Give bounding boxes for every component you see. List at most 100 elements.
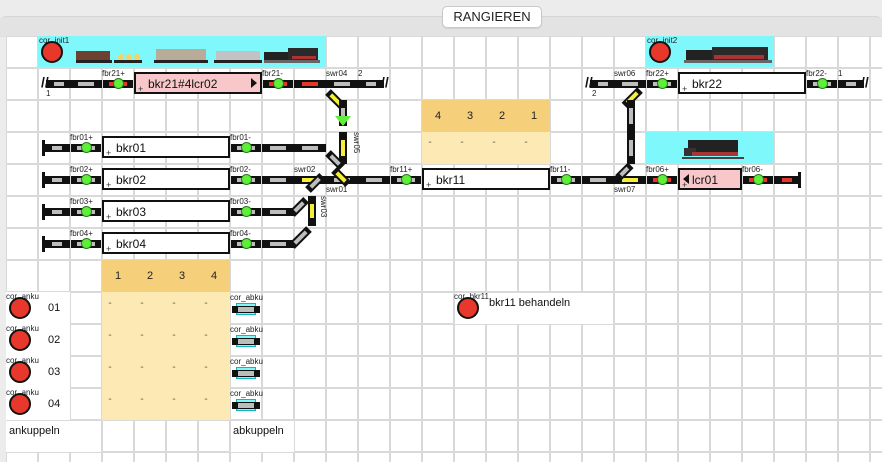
anku-button-02[interactable]	[9, 329, 31, 351]
block-bkr01[interactable]: bkr01 +	[102, 136, 230, 158]
track-segment	[44, 240, 70, 248]
track-segment	[44, 208, 70, 216]
queue-header-cell: 3	[178, 270, 186, 282]
fbr06-minus-label: fbr06-	[742, 165, 763, 174]
block-bkr21[interactable]: bkr21#4lcr02 +	[134, 72, 262, 94]
fbr02-minus-label: fbr02-	[230, 165, 251, 174]
tab-rangieren[interactable]: RANGIEREN	[442, 6, 542, 28]
block-bkr11[interactable]: bkr11 +	[422, 168, 550, 190]
swr04-switch[interactable]	[326, 80, 358, 88]
track-segment	[46, 80, 72, 88]
abkuppeln-label: abkuppeln	[233, 425, 284, 437]
track-segment	[262, 208, 294, 216]
abku-label: cor_abku	[230, 357, 263, 366]
queue-value-cell: -	[524, 137, 528, 148]
fbr11-minus-signal[interactable]	[551, 174, 581, 185]
queue-value-cell: -	[108, 330, 112, 341]
fbr03-plus-signal[interactable]	[71, 206, 101, 217]
anku-button-04[interactable]	[9, 393, 31, 415]
swr03-label: swr03	[319, 196, 328, 218]
fbr22-minus-signal[interactable]	[807, 78, 837, 89]
queue-value-cell: -	[428, 137, 432, 148]
fbr04-plus-signal[interactable]	[71, 238, 101, 249]
buffer-stop-icon	[42, 140, 45, 156]
fbr02-minus-signal[interactable]	[231, 174, 261, 185]
init2-button[interactable]	[649, 41, 671, 63]
fbr11-minus-label: fbr11-	[550, 165, 571, 174]
fbr01-plus-label: fbr01+	[70, 133, 93, 142]
title-bar	[0, 0, 882, 18]
uncoupler-01[interactable]	[232, 303, 260, 315]
block-bkr02[interactable]: bkr02 +	[102, 168, 230, 190]
swr06-switch[interactable]	[614, 80, 646, 88]
bkr11-behandeln-button[interactable]	[457, 297, 479, 319]
fbr06-minus-signal[interactable]	[743, 174, 773, 185]
fbr04-plus-label: fbr04+	[70, 229, 93, 238]
fbr03-plus-label: fbr03+	[70, 197, 93, 206]
track-segment	[590, 80, 616, 88]
buffer-stop-icon	[42, 236, 45, 252]
end-mid-left-label: 2	[358, 69, 363, 78]
plus-icon: +	[106, 180, 112, 190]
init1-button[interactable]	[41, 41, 63, 63]
plus-icon: +	[138, 84, 144, 94]
track-segment	[44, 144, 70, 152]
track-segment	[262, 240, 294, 248]
queue-value-cell: -	[492, 137, 496, 148]
anku-label: cor_anku	[6, 292, 39, 301]
anku-button-01[interactable]	[9, 297, 31, 319]
swr05-switch[interactable]	[339, 132, 347, 164]
fbr04-minus-signal[interactable]	[231, 238, 261, 249]
anku-button-03[interactable]	[9, 361, 31, 383]
fbr01-plus-signal[interactable]	[71, 142, 101, 153]
block-bkr21-label: bkr21#4lcr02	[148, 77, 218, 91]
direction-left-icon	[683, 174, 689, 184]
swr07-switch[interactable]	[614, 176, 646, 184]
queue-bkr11-body	[422, 132, 550, 164]
queue-value-cell: -	[172, 362, 176, 373]
swr03-switch[interactable]	[308, 196, 316, 226]
uncoupler-04[interactable]	[232, 399, 260, 411]
block-bkr22-label: bkr22	[692, 77, 723, 91]
freight-train-image	[76, 48, 320, 63]
fbr21-plus-label: fbr21+	[102, 69, 125, 78]
block-bkr11-label: bkr11	[436, 173, 466, 187]
fbr06-plus-label: fbr06+	[646, 165, 669, 174]
block-bkr04[interactable]: bkr04 +	[102, 232, 230, 254]
block-bkr04-label: bkr04	[116, 237, 147, 251]
fbr03-minus-signal[interactable]	[231, 206, 261, 217]
block-bkr03[interactable]: bkr03 +	[102, 200, 230, 222]
fbr21-plus-signal[interactable]	[103, 78, 133, 89]
fbr11-plus-signal[interactable]	[391, 174, 421, 185]
uncoupler-02[interactable]	[232, 335, 260, 347]
abku-label: cor_abku	[230, 293, 263, 302]
uncoupler-03[interactable]	[232, 367, 260, 379]
queue-value-cell: -	[172, 394, 176, 405]
track-segment-vertical	[627, 132, 635, 164]
fbr02-plus-signal[interactable]	[71, 174, 101, 185]
block-bkr22[interactable]: bkr22 +	[678, 72, 806, 94]
track-diagonal	[289, 226, 312, 249]
tab-bar	[0, 16, 882, 37]
init1-label: cor_init1	[39, 36, 69, 45]
fbr01-minus-signal[interactable]	[231, 142, 261, 153]
swr02-switch[interactable]	[294, 176, 326, 184]
anku-label: cor_anku	[6, 324, 39, 333]
fbr22-plus-signal[interactable]	[647, 78, 677, 89]
fbr06-plus-signal[interactable]	[647, 174, 677, 185]
buffer-stop-icon	[42, 204, 45, 220]
queue-value-cell: -	[204, 330, 208, 341]
loco-image-lcr01	[682, 140, 744, 159]
swr05-label: swr05	[352, 132, 361, 154]
track-segment	[70, 80, 102, 88]
queue-value-cell: -	[140, 330, 144, 341]
abkuppeln-cell	[231, 421, 294, 452]
abku-label: cor_abku	[230, 325, 263, 334]
track-end-icon: //	[585, 74, 593, 90]
anku-label: cor_anku	[6, 356, 39, 365]
fbr01-minus-label: fbr01-	[230, 133, 251, 142]
plus-icon: +	[106, 244, 112, 254]
track-segment	[262, 176, 294, 184]
fbr21-minus-signal[interactable]	[263, 78, 293, 89]
block-lcr01[interactable]: lcr01 +	[678, 168, 742, 190]
